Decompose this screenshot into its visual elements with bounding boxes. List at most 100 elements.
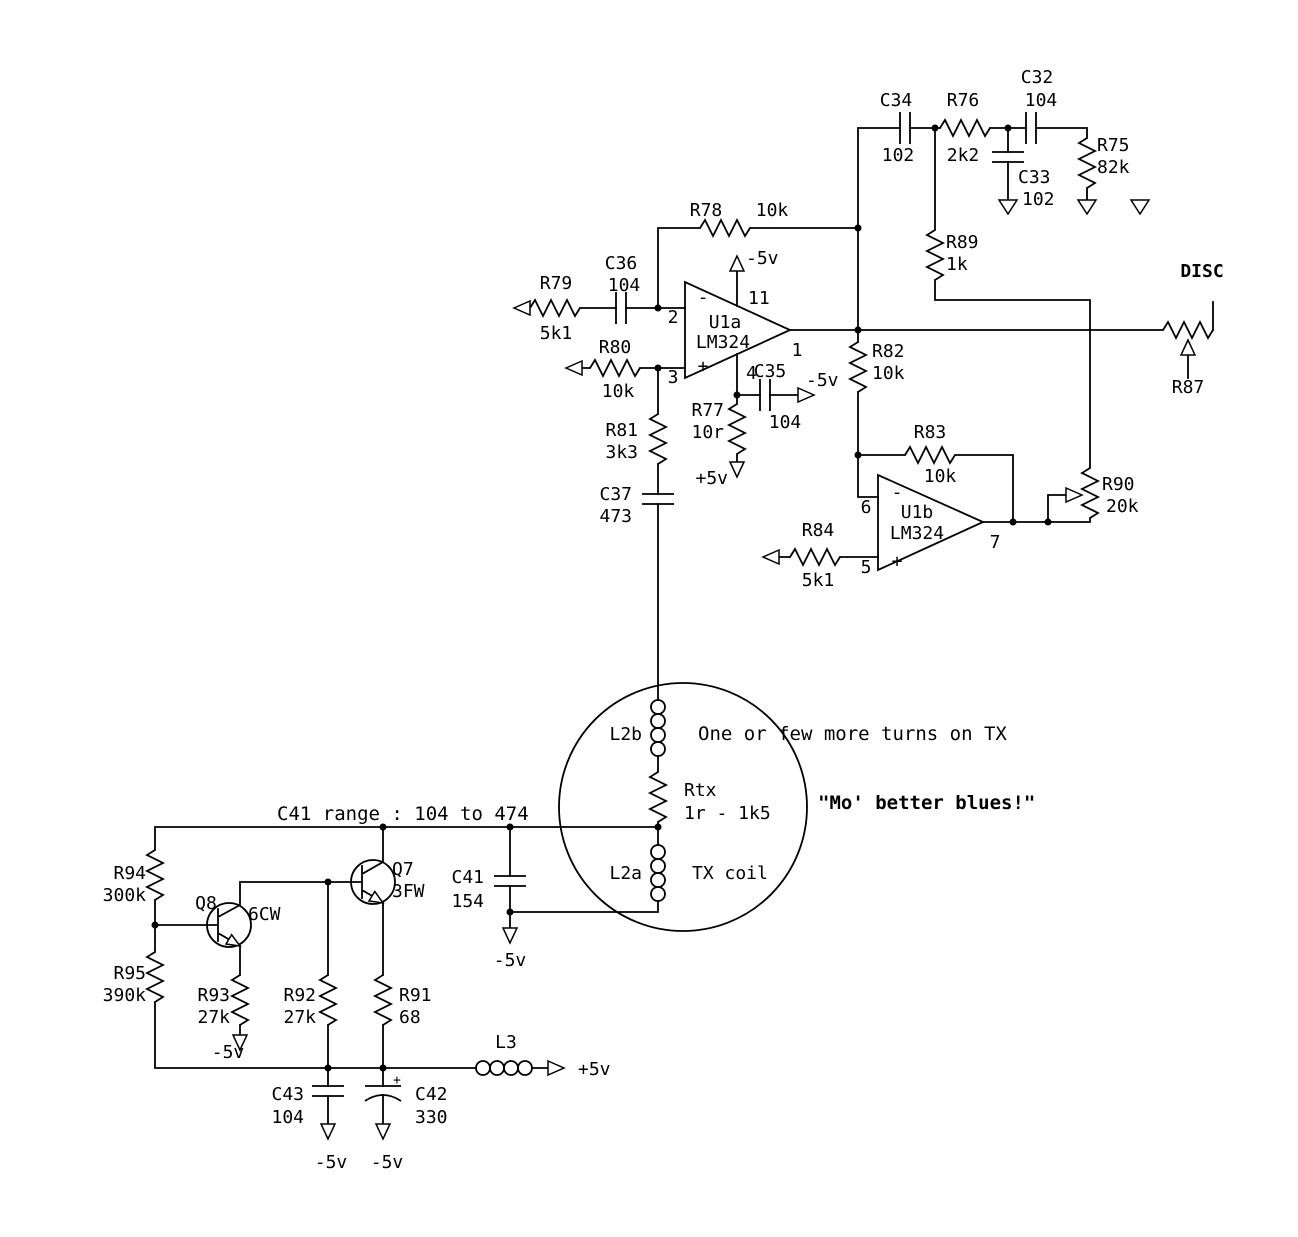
component-ref: Q7 [392,859,414,880]
ic-name: U1b [901,502,934,523]
capacitor-symbol [1025,111,1037,145]
resistor-r94: R94 300k [103,849,164,906]
component-ref: R75 [1097,135,1130,156]
junction-dot [654,304,662,312]
wiper-arrow-icon [1065,487,1083,503]
resistor-symbol [374,974,392,1026]
potentiometer-r90: R90 20k [1065,467,1139,519]
component-ref: R89 [946,232,979,253]
junction-dot [506,823,514,831]
junction-dot [506,908,514,916]
component-value: 68 [399,1007,421,1028]
supply-label: -5v [806,370,839,391]
ground-icon [1130,199,1150,215]
resistor-r84: R84 5k1 [762,520,841,591]
c41-range-annotation: C41 range : 104 to 474 [277,803,529,825]
resistor-symbol [529,299,581,317]
component-ref: R78 [690,200,723,221]
component-ref: R83 [914,422,947,443]
component-value: 10r [691,422,724,443]
component-ref: C42 [415,1084,448,1105]
component-ref: L3 [495,1032,517,1053]
opamp-triangle [877,473,986,572]
coil-symbol [475,1060,533,1076]
junction-dot [151,921,159,929]
emitter-arrow-icon [367,890,385,905]
resistor-symbol [649,413,667,465]
capacitor-symbol [991,151,1025,163]
tx-coil-label: TX coil [692,863,768,884]
component-value: 473 [599,506,632,527]
supply-arrow-down-icon [375,1123,391,1140]
component-value: 1k [946,254,968,275]
component-value: 2k2 [947,145,980,166]
component-value: 82k [1097,157,1130,178]
resistor-symbol [699,219,751,237]
resistor-rtx: Rtx 1r - 1k5 [649,771,771,824]
component-ref: R82 [872,341,905,362]
junction-dots [151,124,1052,1072]
capacitor-symbol [641,493,675,505]
resistor-symbol [146,951,164,1003]
potentiometer-r87: R87 DISC [1162,261,1224,398]
resistor-symbol [904,446,956,464]
inverting-input-sign: - [698,287,709,308]
component-value: 6CW [248,904,281,925]
component-ref: C37 [599,484,632,505]
signal-arrow-left-icon [762,549,780,565]
pin-number: 4 [746,363,757,384]
component-value: 10k [756,200,789,221]
component-ref: R87 [1172,377,1205,398]
resistor-r79: R79 5k1 [513,273,581,344]
component-ref: R81 [605,420,638,441]
supply-label: -5v [371,1152,404,1173]
pin-number: 11 [748,288,770,309]
resistor-r78: R78 10k [690,200,789,237]
resistor-r92: R92 27k [283,974,337,1028]
ground-icon [1077,199,1097,215]
resistor-symbol [789,548,841,566]
component-value: 102 [1022,189,1055,210]
component-value: 5k1 [540,323,573,344]
capacitor-c34: C34 102 [880,90,915,166]
junction-dot [324,878,332,886]
resistor-symbol [146,849,164,901]
component-value: 10k [872,363,905,384]
pin-number: 2 [668,307,679,328]
capacitor-symbol [899,111,911,145]
resistor-symbol [319,974,337,1026]
component-ref: Rtx [684,780,717,801]
capacitor-symbol [759,378,771,412]
component-value: 5k1 [802,570,835,591]
resistor-r75: R75 82k [1077,135,1130,215]
component-ref: R94 [113,863,146,884]
resistor-r93: R93 27k -5v [197,974,249,1063]
resistor-symbol [939,119,991,137]
transistor-q8: Q8 6CW [195,893,281,948]
transistor-body [350,859,396,905]
resistor-symbol [926,229,944,281]
resistor-r83: R83 10k [904,422,956,487]
component-ref: C43 [271,1084,304,1105]
junction-dot [733,391,741,399]
supply-arrow-down-icon [320,1123,336,1140]
component-ref: C33 [1018,167,1051,188]
supply-label: -5v [494,950,527,971]
component-ref: R76 [947,90,980,111]
component-value: 330 [415,1107,448,1128]
junction-dot [854,451,862,459]
component-value: 104 [769,412,802,433]
capacitor-c43: C43 104 -5v [271,1084,347,1173]
junction-dot [324,1064,332,1072]
noninverting-input-sign: + [892,551,903,572]
component-value: 10k [602,381,635,402]
resistor-r80: R80 10k [565,337,641,402]
component-value: 300k [103,885,147,906]
component-ref: R77 [691,400,724,421]
component-ref: R79 [540,273,573,294]
junction-dot [379,1064,387,1072]
resistor-symbol [1078,137,1096,189]
capacitor-c35: C35 104 -5v [754,361,839,433]
supply-label: +5v [695,468,728,489]
capacitor-c36: C36 104 [605,253,640,325]
